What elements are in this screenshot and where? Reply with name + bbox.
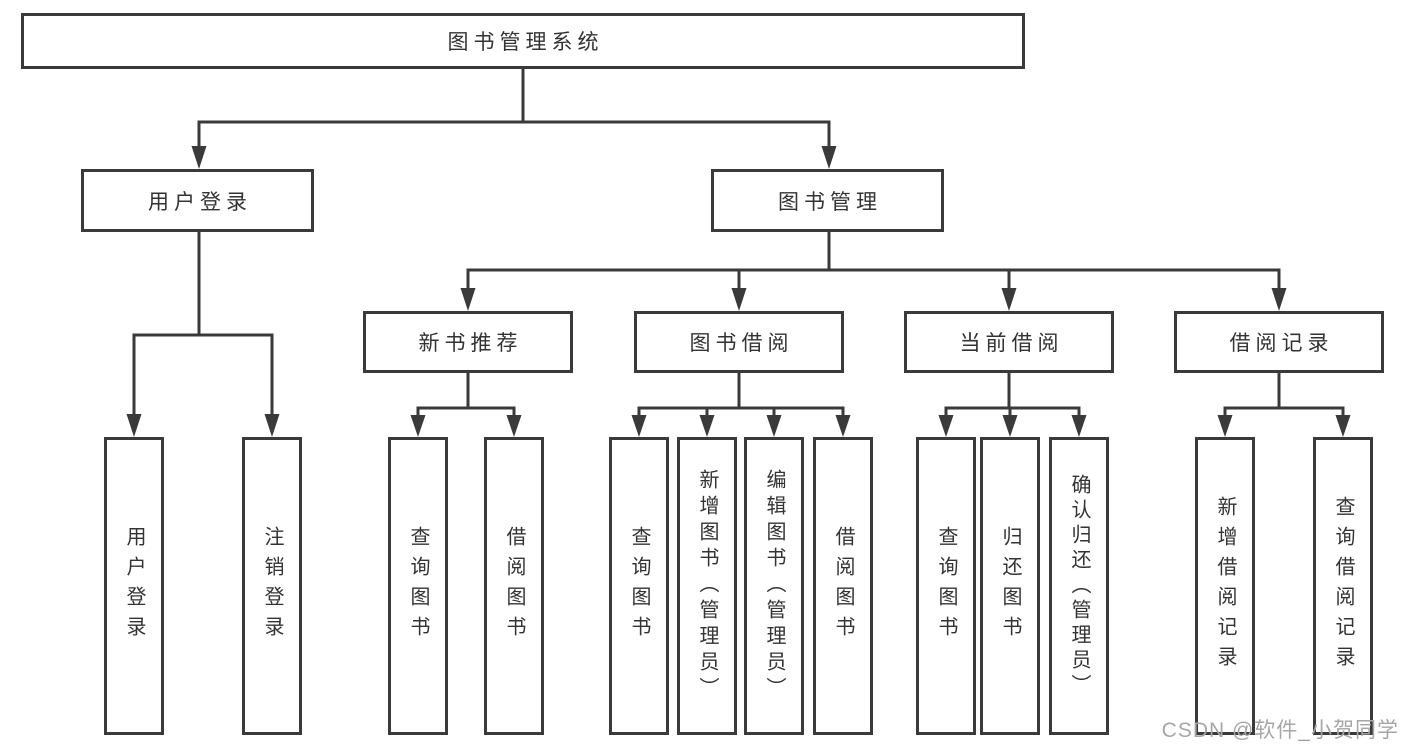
node-book-management: 图书管理 [711, 169, 944, 232]
node-label: 用户登录 [123, 526, 145, 646]
node-leaf-logout: 注销登录 [242, 437, 302, 735]
node-label: 新书推荐 [418, 332, 523, 355]
node-label: 借阅图书 [503, 526, 525, 646]
node-leaf-confirm-return-admin: 确认归还（管理员） [1049, 437, 1109, 735]
node-label: 图书管理系统 [447, 31, 604, 54]
watermark: CSDN @软件_小贺同学 [1161, 719, 1399, 742]
node-leaf-user-login: 用户登录 [104, 437, 164, 735]
node-label: 查询图书 [935, 526, 957, 646]
node-leaf-query-books-borrowing: 查询图书 [609, 437, 669, 735]
node-label: 查询图书 [628, 526, 650, 646]
node-label: 查询图书 [407, 526, 429, 646]
node-label: 借阅记录 [1229, 332, 1334, 355]
node-leaf-query-books-recommend: 查询图书 [388, 437, 448, 735]
node-leaf-borrow-books-recommend: 借阅图书 [484, 437, 544, 735]
node-label: 图书管理 [778, 190, 882, 214]
node-label: 编辑图书（管理员） [763, 469, 785, 703]
node-label: 新增图书（管理员） [696, 469, 718, 703]
node-label: 当前借阅 [959, 332, 1064, 355]
node-leaf-return-book: 归还图书 [980, 437, 1040, 735]
node-new-book-recommend: 新书推荐 [363, 311, 573, 373]
node-leaf-query-borrow-record: 查询借阅记录 [1313, 437, 1373, 735]
node-book-borrowing: 图书借阅 [634, 311, 844, 373]
node-label: 借阅图书 [832, 526, 854, 646]
node-label: 用户登录 [148, 190, 252, 214]
node-user-login: 用户登录 [81, 169, 314, 232]
node-label: 新增借阅记录 [1214, 496, 1236, 676]
node-library-management-system: 图书管理系统 [21, 13, 1025, 69]
node-label: 图书借阅 [689, 332, 794, 355]
node-leaf-add-borrow-record: 新增借阅记录 [1195, 437, 1255, 735]
node-leaf-add-book-admin: 新增图书（管理员） [677, 437, 737, 735]
node-current-borrowing: 当前借阅 [904, 311, 1114, 373]
node-label: 归还图书 [999, 526, 1021, 646]
node-leaf-edit-book-admin: 编辑图书（管理员） [744, 437, 804, 735]
node-leaf-query-books-current: 查询图书 [916, 437, 976, 735]
node-leaf-borrow-books: 借阅图书 [813, 437, 873, 735]
node-borrowing-records: 借阅记录 [1174, 311, 1384, 373]
node-label: 查询借阅记录 [1332, 496, 1354, 676]
node-label: 确认归还（管理员） [1068, 473, 1090, 699]
node-label: 注销登录 [261, 526, 283, 646]
